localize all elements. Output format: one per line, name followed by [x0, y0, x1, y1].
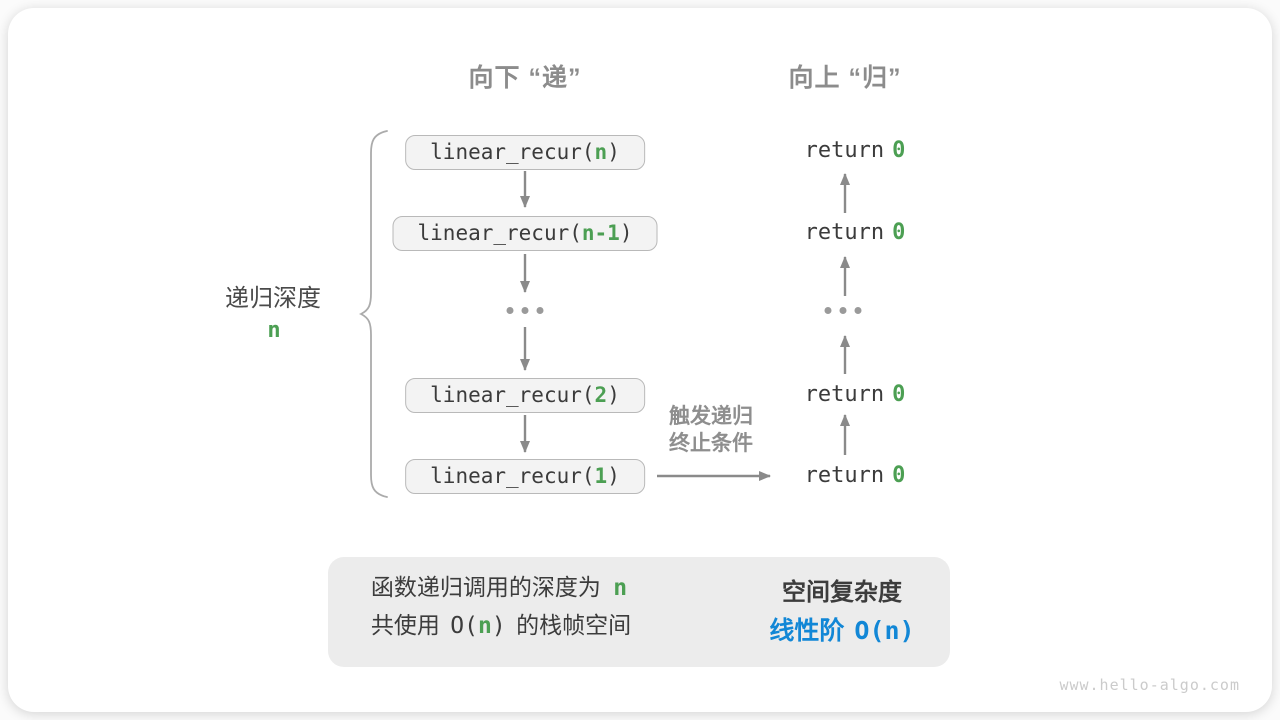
dot	[839, 307, 847, 314]
return-keyword: return	[804, 463, 885, 488]
call-prefix: linear_recur(	[430, 140, 595, 164]
recursion-depth-value: n	[267, 318, 281, 343]
call-arg: 2	[594, 383, 608, 407]
return-value: 0	[892, 138, 906, 163]
call-arg: 1	[594, 464, 608, 488]
summary-line1-text: 函数递归调用的深度为	[370, 574, 601, 600]
return-value: 0	[892, 220, 906, 245]
call-prefix: linear_recur(	[430, 464, 595, 488]
trigger-line2: 终止条件	[669, 432, 753, 455]
call-prefix: linear_recur(	[430, 383, 595, 407]
call-box-n-1: linear_recur(n-1)	[392, 216, 658, 251]
header-recurse-down: 向下 “递”	[468, 64, 582, 92]
summary-line2-post: 的栈帧空间	[516, 612, 632, 638]
summary-line1: 函数递归调用的深度为 n	[371, 569, 631, 607]
summary-left-text: 函数递归调用的深度为 n 共使用 O(n) 的栈帧空间	[371, 569, 631, 645]
termination-condition-label: 触发递归 终止条件	[669, 403, 753, 457]
summary-line2: 共使用 O(n) 的栈帧空间	[371, 607, 631, 645]
call-suffix: )	[607, 383, 620, 407]
call-arg: n-1	[581, 221, 620, 245]
dot	[824, 307, 832, 314]
return-keyword: return	[804, 220, 885, 245]
return-keyword: return	[804, 382, 885, 407]
ellipsis-dots-right	[824, 307, 862, 314]
summary-panel	[328, 557, 950, 667]
o-close: )	[491, 613, 506, 639]
call-prefix: linear_recur(	[417, 221, 582, 245]
trigger-line1: 触发递归	[669, 405, 753, 428]
dot	[506, 307, 514, 314]
recursion-depth-label: 递归深度	[225, 285, 321, 312]
return-statement: return 0	[805, 138, 906, 163]
call-box-1: linear_recur(1)	[405, 459, 645, 494]
call-box-2: linear_recur(2)	[405, 378, 645, 413]
return-keyword: return	[804, 138, 885, 163]
return-statement: return 0	[805, 220, 906, 245]
return-statement: return 0	[805, 463, 906, 488]
result-text: 线性阶	[769, 617, 845, 645]
return-value: 0	[892, 463, 906, 488]
call-suffix: )	[607, 464, 620, 488]
dot	[536, 307, 544, 314]
return-value: 0	[892, 382, 906, 407]
space-complexity-title: 空间复杂度	[782, 579, 902, 606]
call-box-n: linear_recur(n)	[405, 135, 645, 170]
dot	[854, 307, 862, 314]
result-complexity: O(n)	[854, 616, 915, 645]
ellipsis-dots-left	[506, 307, 544, 314]
space-complexity-result: 线性阶 O(n)	[769, 611, 914, 647]
return-statement: return 0	[805, 382, 906, 407]
watermark: www.hello-algo.com	[1059, 676, 1240, 694]
call-suffix: )	[607, 140, 620, 164]
header-return-up: 向上 “归”	[788, 64, 902, 92]
o-open: O(	[450, 613, 478, 639]
summary-line1-highlight: n	[613, 575, 628, 601]
summary-line2-complexity: O(n)	[450, 613, 505, 639]
dot	[521, 307, 529, 314]
o-n: n	[477, 613, 492, 639]
call-arg: n	[594, 140, 608, 164]
call-suffix: )	[619, 221, 633, 245]
summary-line2-pre: 共使用	[370, 612, 440, 638]
